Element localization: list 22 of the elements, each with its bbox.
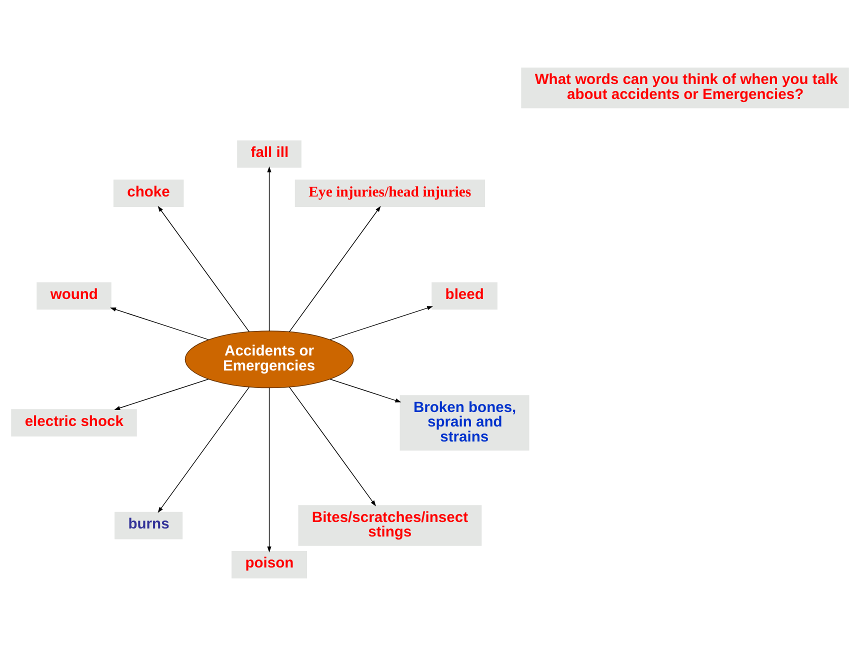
node-box: wound (36, 282, 112, 310)
node-box: burns (114, 511, 183, 539)
node-ellipse: Accidents or Emergencies (184, 330, 354, 388)
arrow (288, 386, 376, 506)
arrow (330, 378, 402, 402)
node-box: Eye injuries/head injuries (294, 179, 485, 206)
node-box: electric shock (11, 408, 137, 436)
node-box: poison (232, 550, 307, 578)
arrow (288, 205, 381, 332)
node-box: Broken bones, sprain and strains (400, 394, 530, 450)
arrow (158, 205, 250, 332)
node-box: fall ill (237, 140, 302, 168)
node-box: Bites/scratches/insect stings (298, 504, 482, 546)
node-box: What words can you think of when you talk about accidents or Emergencies? (521, 67, 849, 108)
node-box: choke (113, 179, 184, 206)
arrow (330, 306, 434, 340)
arrow (110, 307, 209, 340)
arrow (267, 386, 272, 552)
arrow (114, 378, 209, 410)
node-box: bleed (432, 282, 498, 310)
arrow (267, 166, 272, 331)
arrow (158, 386, 250, 512)
